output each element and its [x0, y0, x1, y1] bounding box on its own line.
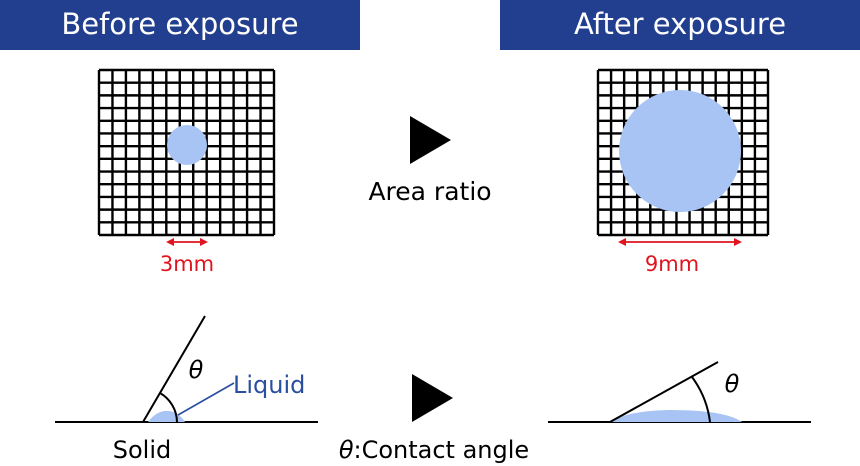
tangent-line-before — [142, 315, 206, 423]
liquid-label: Liquid — [233, 371, 305, 399]
contact-angle-legend: θ:Contact angle — [339, 436, 529, 464]
before-exposure-banner: Before exposure — [0, 0, 360, 50]
contact-angle-text: :Contact angle — [354, 436, 530, 464]
theta-symbol-before: θ — [189, 356, 204, 384]
droplet-before — [167, 125, 207, 165]
angle-arc-before — [159, 392, 178, 423]
dimension-label-before: 3mm — [160, 252, 214, 276]
contact-angle-symbol: θ — [339, 436, 354, 464]
solid-label: Solid — [113, 436, 172, 464]
play-arrow-icon-bottom — [412, 374, 453, 422]
dimension-label-after: 9mm — [645, 252, 699, 276]
after-exposure-banner: After exposure — [500, 0, 860, 50]
angle-arc-after — [691, 376, 711, 423]
theta-symbol-after: θ — [725, 370, 740, 398]
liquid-leader-line — [177, 382, 235, 416]
tangent-line-after — [609, 361, 719, 423]
liquid-droplet-before — [148, 410, 185, 422]
area-ratio-label: Area ratio — [368, 177, 491, 206]
play-arrow-icon-top — [410, 116, 451, 164]
liquid-droplet-after — [612, 410, 742, 422]
droplet-after — [619, 90, 741, 212]
